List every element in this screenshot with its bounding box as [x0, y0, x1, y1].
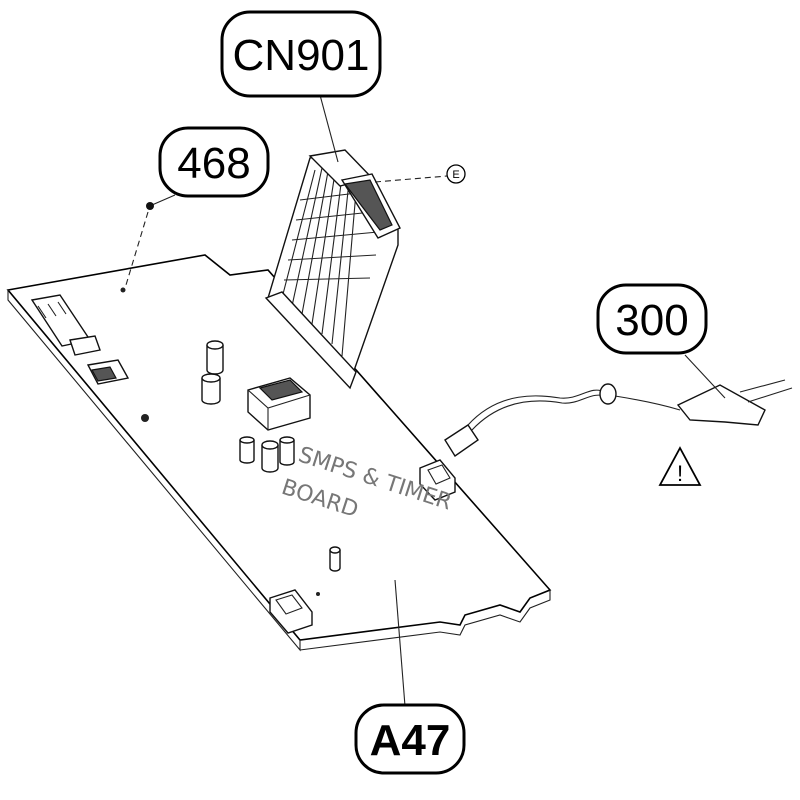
- capacitor: [206, 340, 224, 375]
- callout-cn901-label: CN901: [233, 31, 370, 80]
- mounting-hole: [316, 592, 320, 596]
- callout-300-label: 300: [615, 296, 688, 345]
- svg-text:!: !: [677, 461, 683, 486]
- bottom-connector: [269, 589, 313, 634]
- board-connector: [419, 459, 456, 501]
- leader-468-screw: [125, 211, 149, 286]
- pcb-board: [6, 254, 552, 652]
- callout-a47: A47: [354, 703, 466, 775]
- leader-cn901: [319, 94, 339, 163]
- leader-300: [684, 354, 726, 399]
- capacitor: [279, 436, 295, 466]
- power-cord: [444, 379, 793, 457]
- e-marker: [446, 164, 466, 184]
- screw-468: [146, 202, 154, 210]
- left-connector-block: [30, 294, 101, 356]
- leader-a47: [394, 579, 406, 707]
- callout-468: 468: [158, 126, 270, 198]
- mounting-hole: [120, 287, 126, 293]
- capacitor: [239, 436, 255, 464]
- callout-300: 300: [596, 283, 708, 355]
- e-marker-label: E: [452, 169, 459, 181]
- capacitor: [201, 373, 221, 405]
- warning-icon: !: [658, 446, 702, 486]
- capacitor: [261, 440, 279, 473]
- mounting-hole: [141, 414, 149, 422]
- transformer: [247, 377, 311, 431]
- callout-468-label: 468: [177, 139, 250, 188]
- small-component: [329, 546, 341, 572]
- e-marker-leader: [374, 175, 448, 183]
- callout-a47-label: A47: [370, 716, 451, 765]
- cn901-ribbon-cable: [264, 149, 401, 390]
- leader-468: [151, 194, 176, 206]
- board-label: SMPS & TIMER BOARD: [278, 443, 454, 524]
- left-small-connector: [86, 359, 130, 385]
- callout-cn901: CN901: [220, 10, 382, 98]
